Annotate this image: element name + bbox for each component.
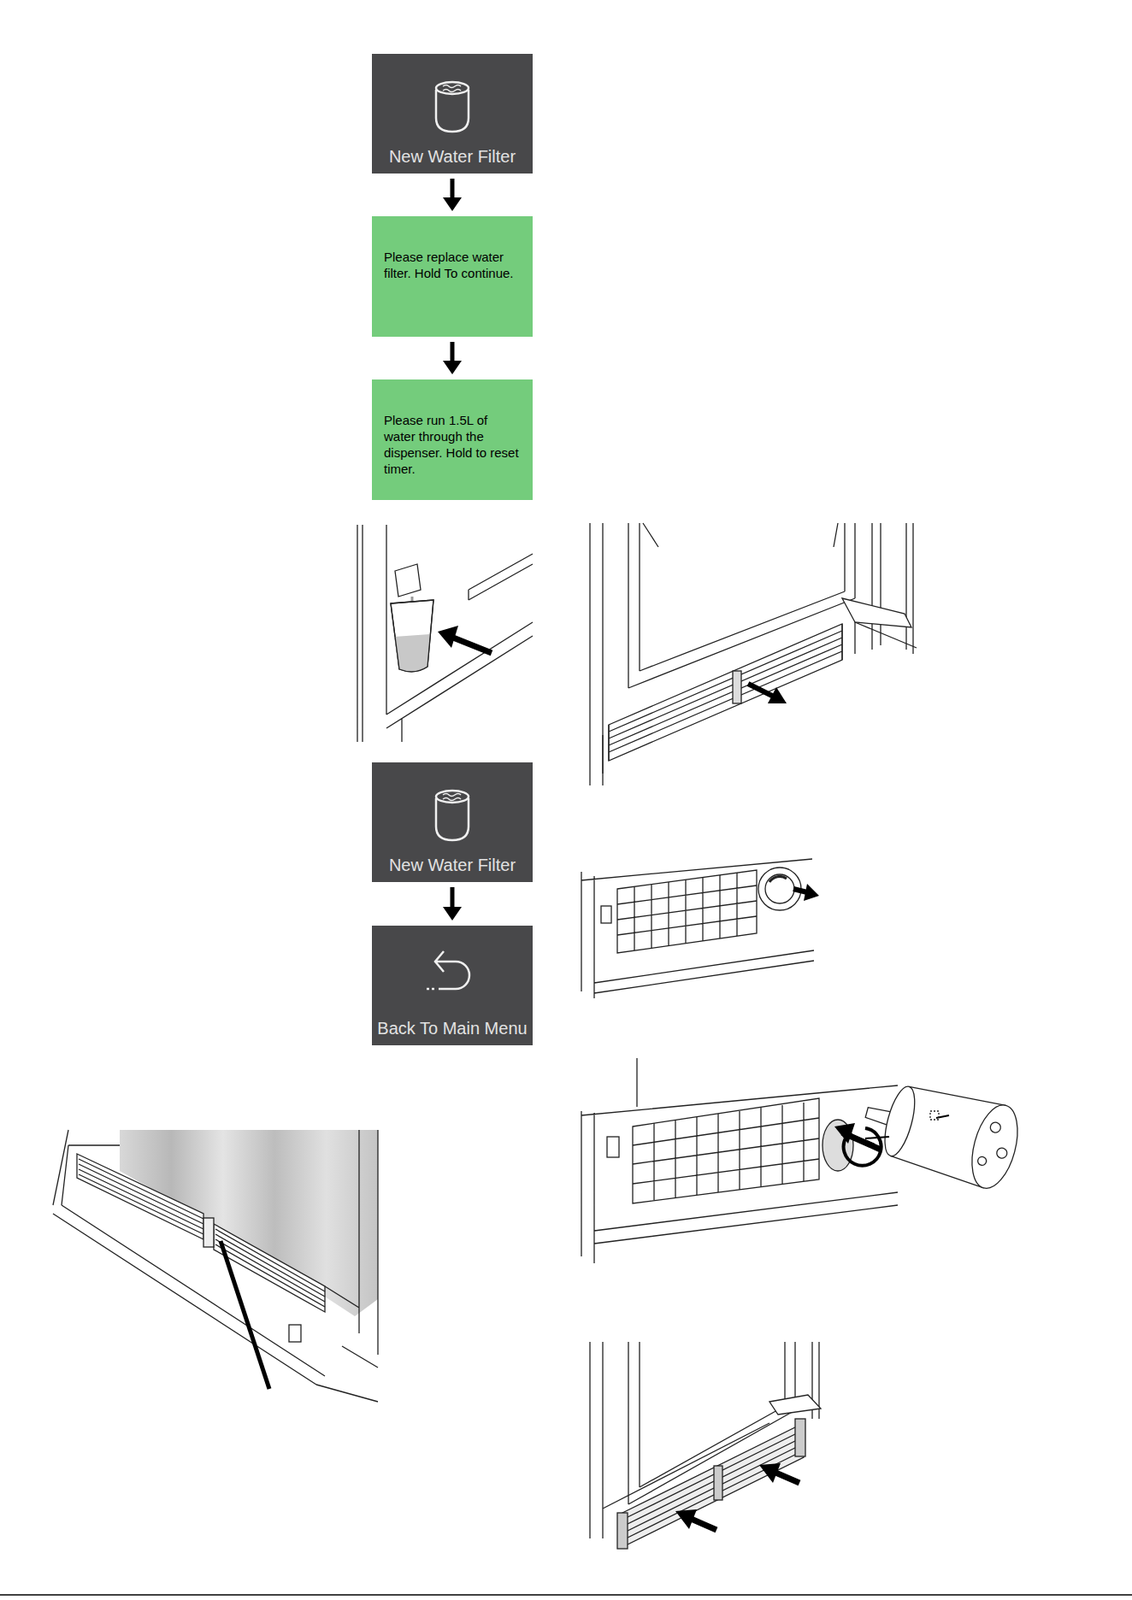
filter-cap-illustration [581, 859, 820, 999]
tile-label: Back To Main Menu [375, 1018, 530, 1039]
filter-icon [371, 53, 533, 140]
filter-icon [371, 762, 533, 849]
menu-tile: Back To Main Menu [371, 925, 533, 1046]
tile-label: New Water Filter [375, 146, 530, 167]
grille-removal-illustration [589, 523, 917, 786]
grille-install-illustration [589, 1342, 821, 1550]
dispenser-illustration [357, 524, 533, 743]
back-icon [371, 925, 533, 1012]
message-box: Please replace water filter. Hold To con… [371, 216, 533, 337]
flow-arrow [442, 341, 462, 375]
filter-replacement-illustration [581, 1058, 1026, 1264]
tile-label: New Water Filter [375, 854, 530, 876]
page-rule [0, 1594, 1132, 1597]
menu-tile: New Water Filter [371, 53, 533, 174]
kickplate-illustration [53, 1130, 378, 1403]
message-box: Please run 1.5L of water through the dis… [371, 379, 533, 501]
menu-tile: New Water Filter [371, 762, 533, 883]
flow-arrow [442, 178, 462, 212]
tile-label: Please replace water filter. Hold To con… [383, 248, 523, 282]
flow-arrow [442, 887, 462, 921]
tile-label: Please run 1.5L of water through the dis… [383, 412, 523, 478]
